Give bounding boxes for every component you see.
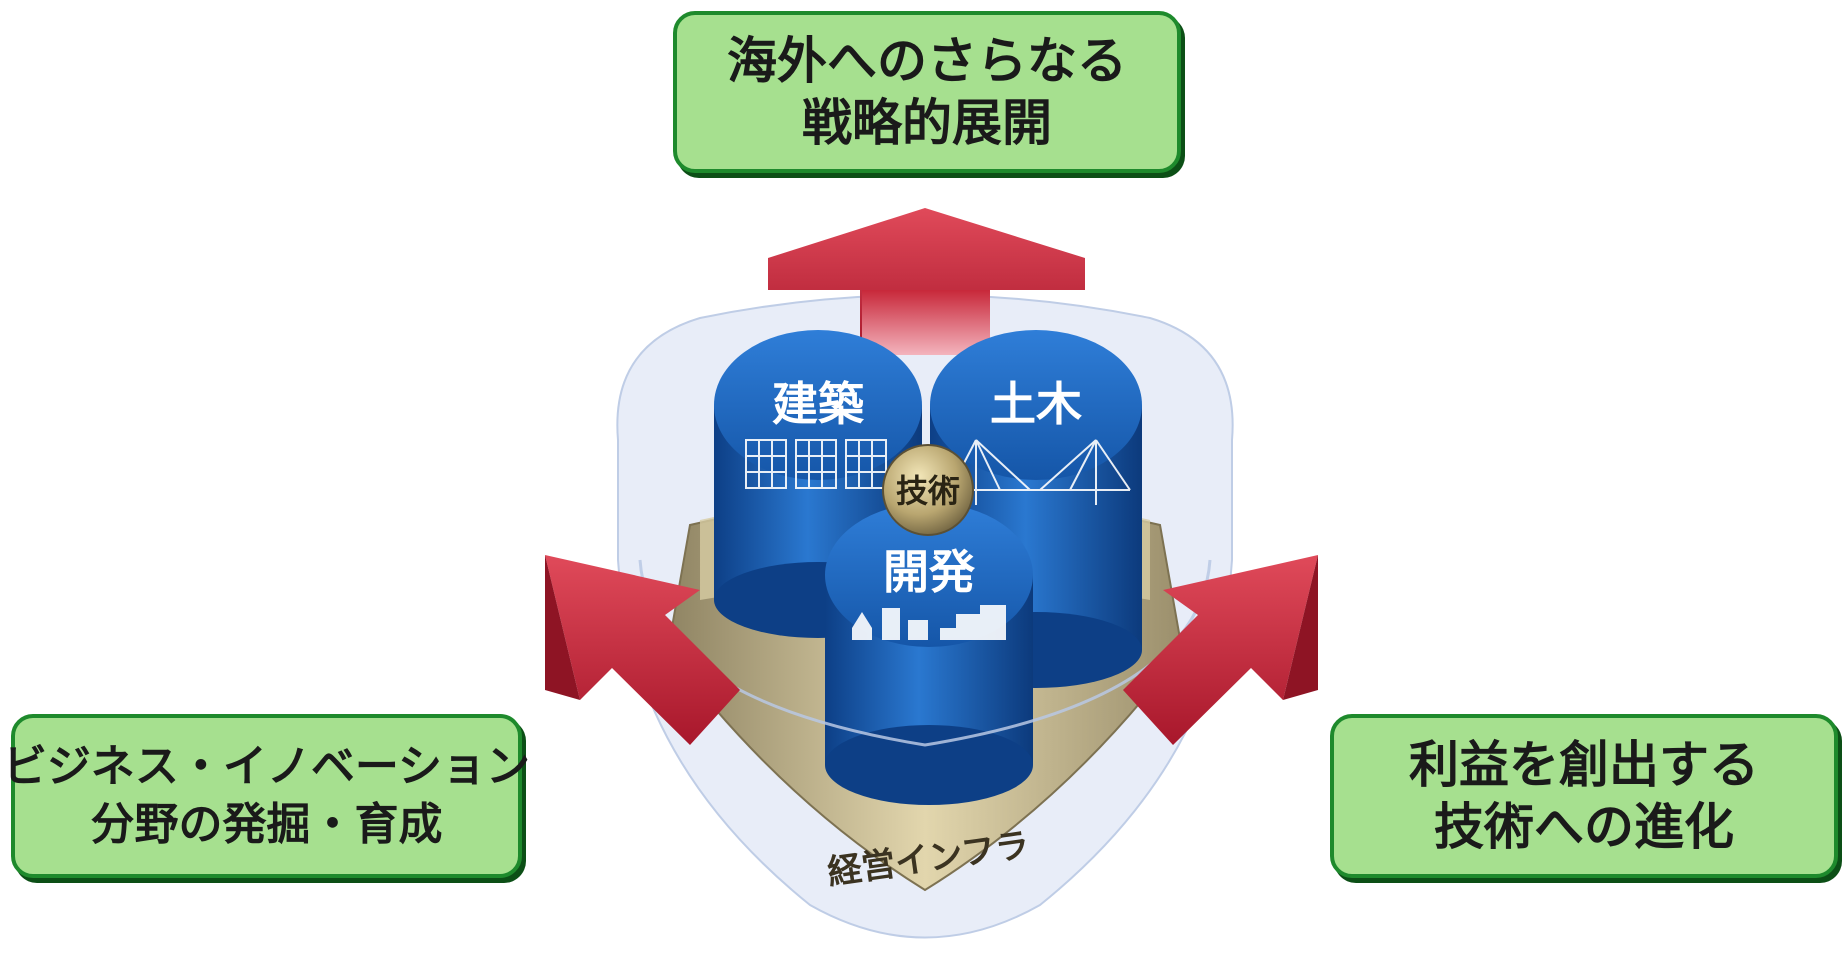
technology-core-label: 技術: [896, 472, 960, 510]
cylinder-civil: [930, 330, 1142, 688]
goal-box-business-innovation: ビジネス・イノベーション 分野の発掘・育成: [3, 714, 530, 878]
right-arrow: [1123, 555, 1318, 745]
pillar-architecture-label: 建築: [772, 377, 865, 431]
goal-right-line-1: 利益を創出する: [1409, 736, 1759, 794]
goal-box-overseas-expansion: 海外へのさらなる 戦略的展開: [673, 11, 1181, 173]
goal-right-line-2: 技術への進化: [1434, 798, 1734, 856]
goal-left-line-2: 分野の発掘・育成: [90, 799, 443, 850]
goal-top-line-2: 戦略的展開: [802, 94, 1052, 152]
pillar-civil-label: 土木: [990, 377, 1082, 431]
pillar-development-label: 開発: [883, 545, 976, 599]
goal-box-profit-technology: 利益を創出する 技術への進化: [1330, 714, 1838, 878]
goal-top-line-1: 海外へのさらなる: [727, 32, 1127, 90]
goal-left-line-1: ビジネス・イノベーション: [2, 741, 531, 792]
up-arrow: [768, 208, 1085, 355]
technology-core: [882, 444, 974, 536]
left-arrow: [545, 555, 740, 745]
